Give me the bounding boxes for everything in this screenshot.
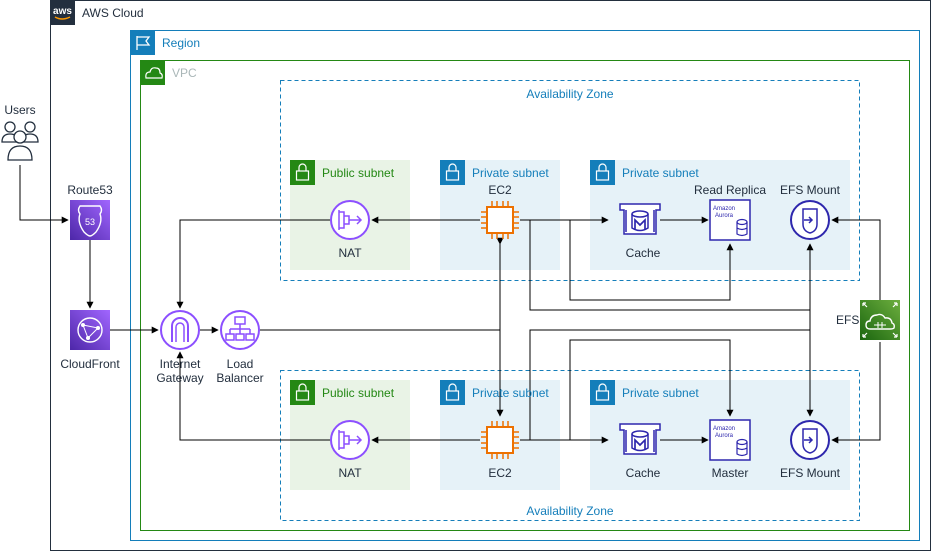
az-top-label: Availability Zone <box>526 87 614 101</box>
internet-gateway-icon <box>160 310 200 350</box>
load-balancer-label-2: Balancer <box>216 371 264 385</box>
edge-ec2bottom-master <box>530 339 734 441</box>
nat-gateway-icon <box>330 200 370 240</box>
aws-logo-text: aws <box>53 6 72 17</box>
subnet-label: Private subnet <box>472 386 549 400</box>
subnet-label: Public subnet <box>322 386 395 400</box>
region-flag-icon <box>130 30 155 55</box>
edge-users-route53 <box>19 165 69 224</box>
efs-mount-label: EFS Mount <box>779 466 841 480</box>
lock-icon <box>590 380 615 405</box>
edge-efs-mount-top <box>831 216 881 300</box>
vpc-cloud-icon <box>140 60 165 85</box>
edge-efs-mount-bottom <box>831 342 881 444</box>
efs-icon <box>860 300 900 340</box>
load-balancer-icon <box>220 310 260 350</box>
svg-text:Aurora: Aurora <box>715 213 734 219</box>
edge-ec2bottom-efsmount-top <box>520 243 814 441</box>
master-label: Master <box>711 466 749 480</box>
aws-logo-icon <box>50 0 75 25</box>
lock-icon <box>440 160 465 185</box>
subnet-label: Private subnet <box>472 166 549 180</box>
nat-label: NAT <box>338 466 362 480</box>
subnet-label: Private subnet <box>622 166 699 180</box>
svg-text:Aurora: Aurora <box>715 433 734 439</box>
svg-text:Amazon: Amazon <box>713 206 735 212</box>
svg-text:Amazon: Amazon <box>713 426 735 432</box>
edge-nat-igw-top <box>176 219 330 309</box>
efs-label: EFS <box>836 313 860 327</box>
aurora-read-replica-icon: Amazon Aurora <box>709 199 751 241</box>
read-replica-label: Read Replica <box>693 183 767 197</box>
cache-label: Cache <box>625 466 661 480</box>
lock-icon <box>290 380 315 405</box>
cloudfront-label: CloudFront <box>60 357 120 371</box>
region-label: Region <box>162 36 201 50</box>
efs-mount-target-icon <box>790 200 830 240</box>
nat-label: NAT <box>338 246 362 260</box>
edge-ec2top-efsmount-bottom <box>520 219 814 417</box>
efs-mount-label: EFS Mount <box>779 183 841 197</box>
az-top <box>280 80 860 281</box>
users-icon <box>1 121 39 161</box>
az-bottom-label: Availability Zone <box>526 504 614 518</box>
cache-icon <box>619 423 661 455</box>
nat-gateway-icon <box>330 420 370 460</box>
lock-icon <box>440 380 465 405</box>
region-group <box>130 30 920 541</box>
subnet-label: Public subnet <box>322 166 395 180</box>
internet-gateway-label-2: Gateway <box>156 371 204 385</box>
internet-gateway-label-1: Internet <box>159 357 201 371</box>
cache-label: Cache <box>625 246 661 260</box>
aws-cloud-label: AWS Cloud <box>82 6 144 20</box>
vpc-label: VPC <box>172 66 197 80</box>
ec2-instance-icon <box>481 421 519 459</box>
route53-label: Route53 <box>67 183 113 197</box>
vpc-group <box>140 60 910 531</box>
cloudfront-icon <box>70 310 110 350</box>
users-label: Users <box>4 103 36 117</box>
svg-text:53: 53 <box>85 217 95 227</box>
efs-mount-target-icon <box>790 420 830 460</box>
lock-icon <box>590 160 615 185</box>
aurora-master-icon: Amazon Aurora <box>709 419 751 461</box>
ec2-label: EC2 <box>488 466 512 480</box>
cache-icon <box>619 203 661 235</box>
ec2-instance-icon <box>481 201 519 239</box>
edge-nat-igw-bottom <box>176 351 330 441</box>
route53-icon: 53 <box>70 200 110 240</box>
subnet-label: Private subnet <box>622 386 699 400</box>
lock-icon <box>290 160 315 185</box>
ec2-label: EC2 <box>488 183 512 197</box>
connectors <box>19 165 881 444</box>
edge-ec2top-replica <box>530 219 734 301</box>
load-balancer-label-1: Load <box>226 357 254 371</box>
